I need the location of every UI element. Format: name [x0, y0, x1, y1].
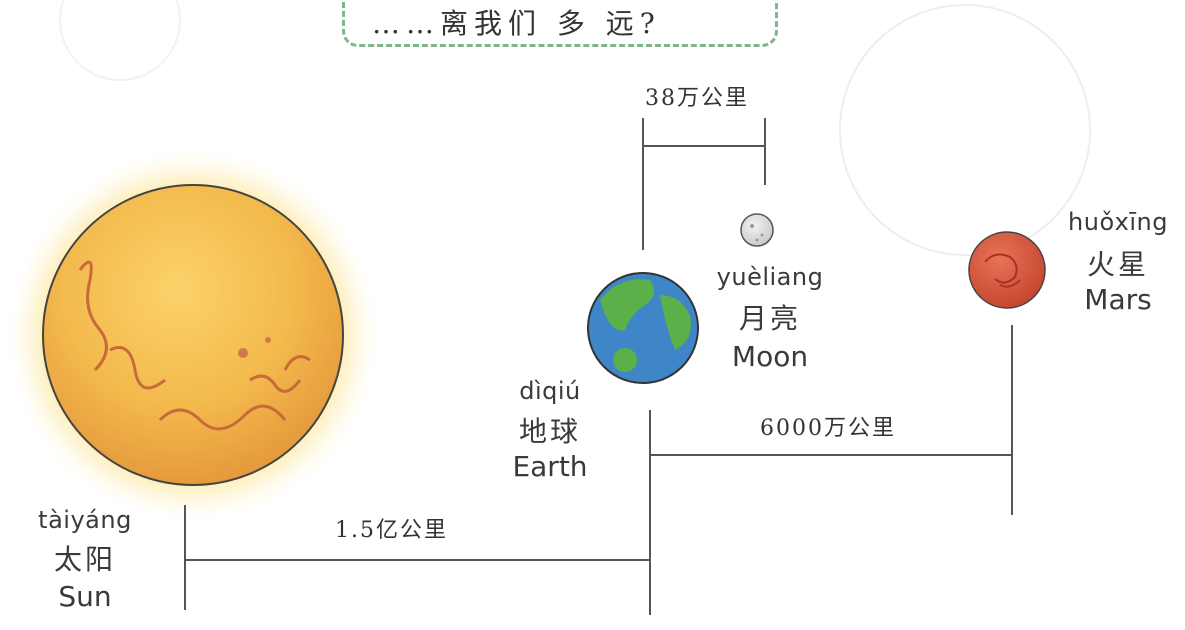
sun-earth-distance-label: 1.5亿公里 — [335, 518, 448, 543]
earth-hanzi: 地球 — [518, 415, 581, 448]
background-cloud-outline — [59, 0, 181, 81]
earth-mars-distance-label: 6000万公里 — [760, 416, 896, 441]
mars-hanzi: 火星 — [1086, 248, 1149, 281]
sun-hanzi: 太阳 — [53, 543, 116, 576]
sun-pinyin: tàiyáng — [38, 506, 132, 534]
earth-moon-distance-label: 38万公里 — [645, 86, 749, 111]
background-planet-outline — [839, 4, 1091, 256]
mars-pinyin: huǒxīng — [1068, 208, 1168, 236]
earth-mars-distance-bracket — [650, 325, 1013, 515]
mars-icon — [968, 231, 1046, 309]
earth-pinyin: dìqiú — [519, 377, 581, 405]
moon-pinyin: yuèliang — [716, 263, 824, 291]
sun-english: Sun — [58, 580, 112, 613]
earth-icon — [587, 272, 699, 384]
mars-english: Mars — [1084, 283, 1152, 316]
title-frame — [342, 0, 778, 47]
moon-hanzi: 月亮 — [738, 302, 801, 335]
moon-icon — [740, 213, 774, 247]
earth-moon-distance-bracket — [642, 118, 766, 250]
sun-icon — [8, 150, 378, 520]
diagram-title: ……离我们 多 远? — [372, 7, 661, 40]
earth-english: Earth — [512, 450, 588, 483]
sun-earth-distance-bracket — [184, 410, 651, 615]
moon-english: Moon — [731, 340, 809, 373]
